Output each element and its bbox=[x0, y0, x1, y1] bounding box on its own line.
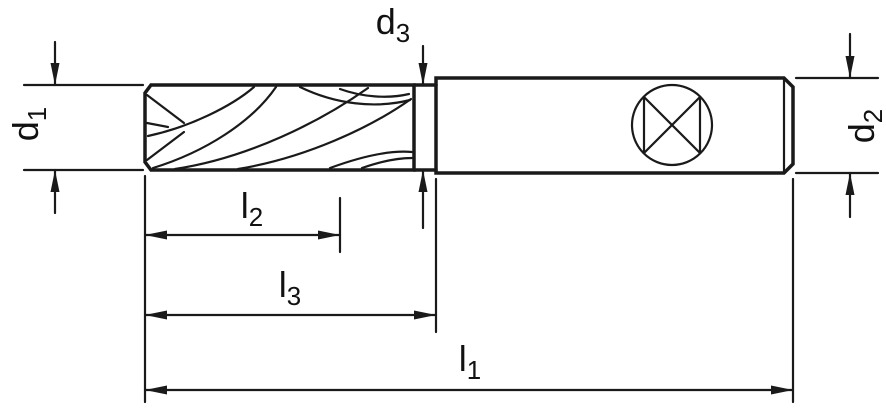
arrowhead-left bbox=[145, 310, 167, 320]
end-tooth-line bbox=[145, 121, 170, 129]
dimension-d3 bbox=[418, 44, 428, 230]
arrowhead-left bbox=[145, 385, 167, 395]
flute-runout-curve bbox=[338, 87, 411, 98]
label-d3: d3 bbox=[361, 3, 425, 49]
dimension-d1 bbox=[22, 40, 145, 215]
flute-spiral-line bbox=[236, 97, 413, 171]
dimension-l1 bbox=[143, 385, 795, 395]
flute-spiral-line bbox=[151, 85, 278, 170]
arrowhead-left bbox=[145, 230, 167, 240]
label-d2-sub: 2 bbox=[860, 108, 886, 124]
arrowhead-right bbox=[318, 230, 340, 240]
label-d2-main: d bbox=[840, 123, 882, 144]
arrowhead-up bbox=[845, 173, 855, 195]
end-tooth-line bbox=[145, 93, 186, 125]
label-l3-main: l bbox=[278, 263, 287, 305]
shank-outline bbox=[434, 76, 795, 175]
arrowhead-down bbox=[845, 56, 855, 78]
flute-runout-curve bbox=[360, 156, 414, 170]
dimension-d2 bbox=[794, 32, 880, 219]
end-tooth-line bbox=[145, 130, 186, 162]
label-l2-sub: 2 bbox=[248, 204, 264, 233]
label-d1-main: d bbox=[4, 121, 46, 142]
dimension-l3 bbox=[143, 310, 438, 320]
label-l1-main: l bbox=[458, 337, 467, 379]
flute-runout-curve bbox=[328, 150, 414, 170]
marking-circle bbox=[630, 83, 714, 167]
label-d3-main: d bbox=[375, 0, 396, 42]
label-l2: l2 bbox=[220, 187, 284, 233]
label-l3: l3 bbox=[258, 266, 322, 312]
arrowhead-up bbox=[418, 170, 428, 192]
label-l3-sub: 3 bbox=[286, 283, 302, 312]
arrowhead-right bbox=[414, 310, 436, 320]
dimension-l2 bbox=[143, 230, 342, 240]
arrowhead-down bbox=[50, 63, 60, 85]
marking-diagonal bbox=[642, 95, 702, 155]
label-d3-sub: 3 bbox=[395, 20, 411, 49]
label-d2: d2 bbox=[840, 94, 886, 158]
label-d1-sub: 1 bbox=[24, 106, 53, 122]
flute-section-outline bbox=[143, 83, 416, 172]
arrowhead-down bbox=[418, 63, 428, 85]
label-d1: d1 bbox=[4, 92, 53, 156]
flute-runout-curve bbox=[298, 85, 412, 106]
tool-body bbox=[143, 76, 795, 175]
label-l1: l1 bbox=[438, 340, 502, 386]
arrowhead-up bbox=[50, 170, 60, 192]
flute-spiral-line bbox=[173, 86, 370, 171]
flute-spiral-line bbox=[146, 85, 256, 138]
arrowhead-right bbox=[771, 385, 793, 395]
label-l2-main: l bbox=[240, 184, 249, 226]
crossed-circle-icon bbox=[630, 83, 714, 167]
label-l1-sub: 1 bbox=[466, 357, 482, 386]
